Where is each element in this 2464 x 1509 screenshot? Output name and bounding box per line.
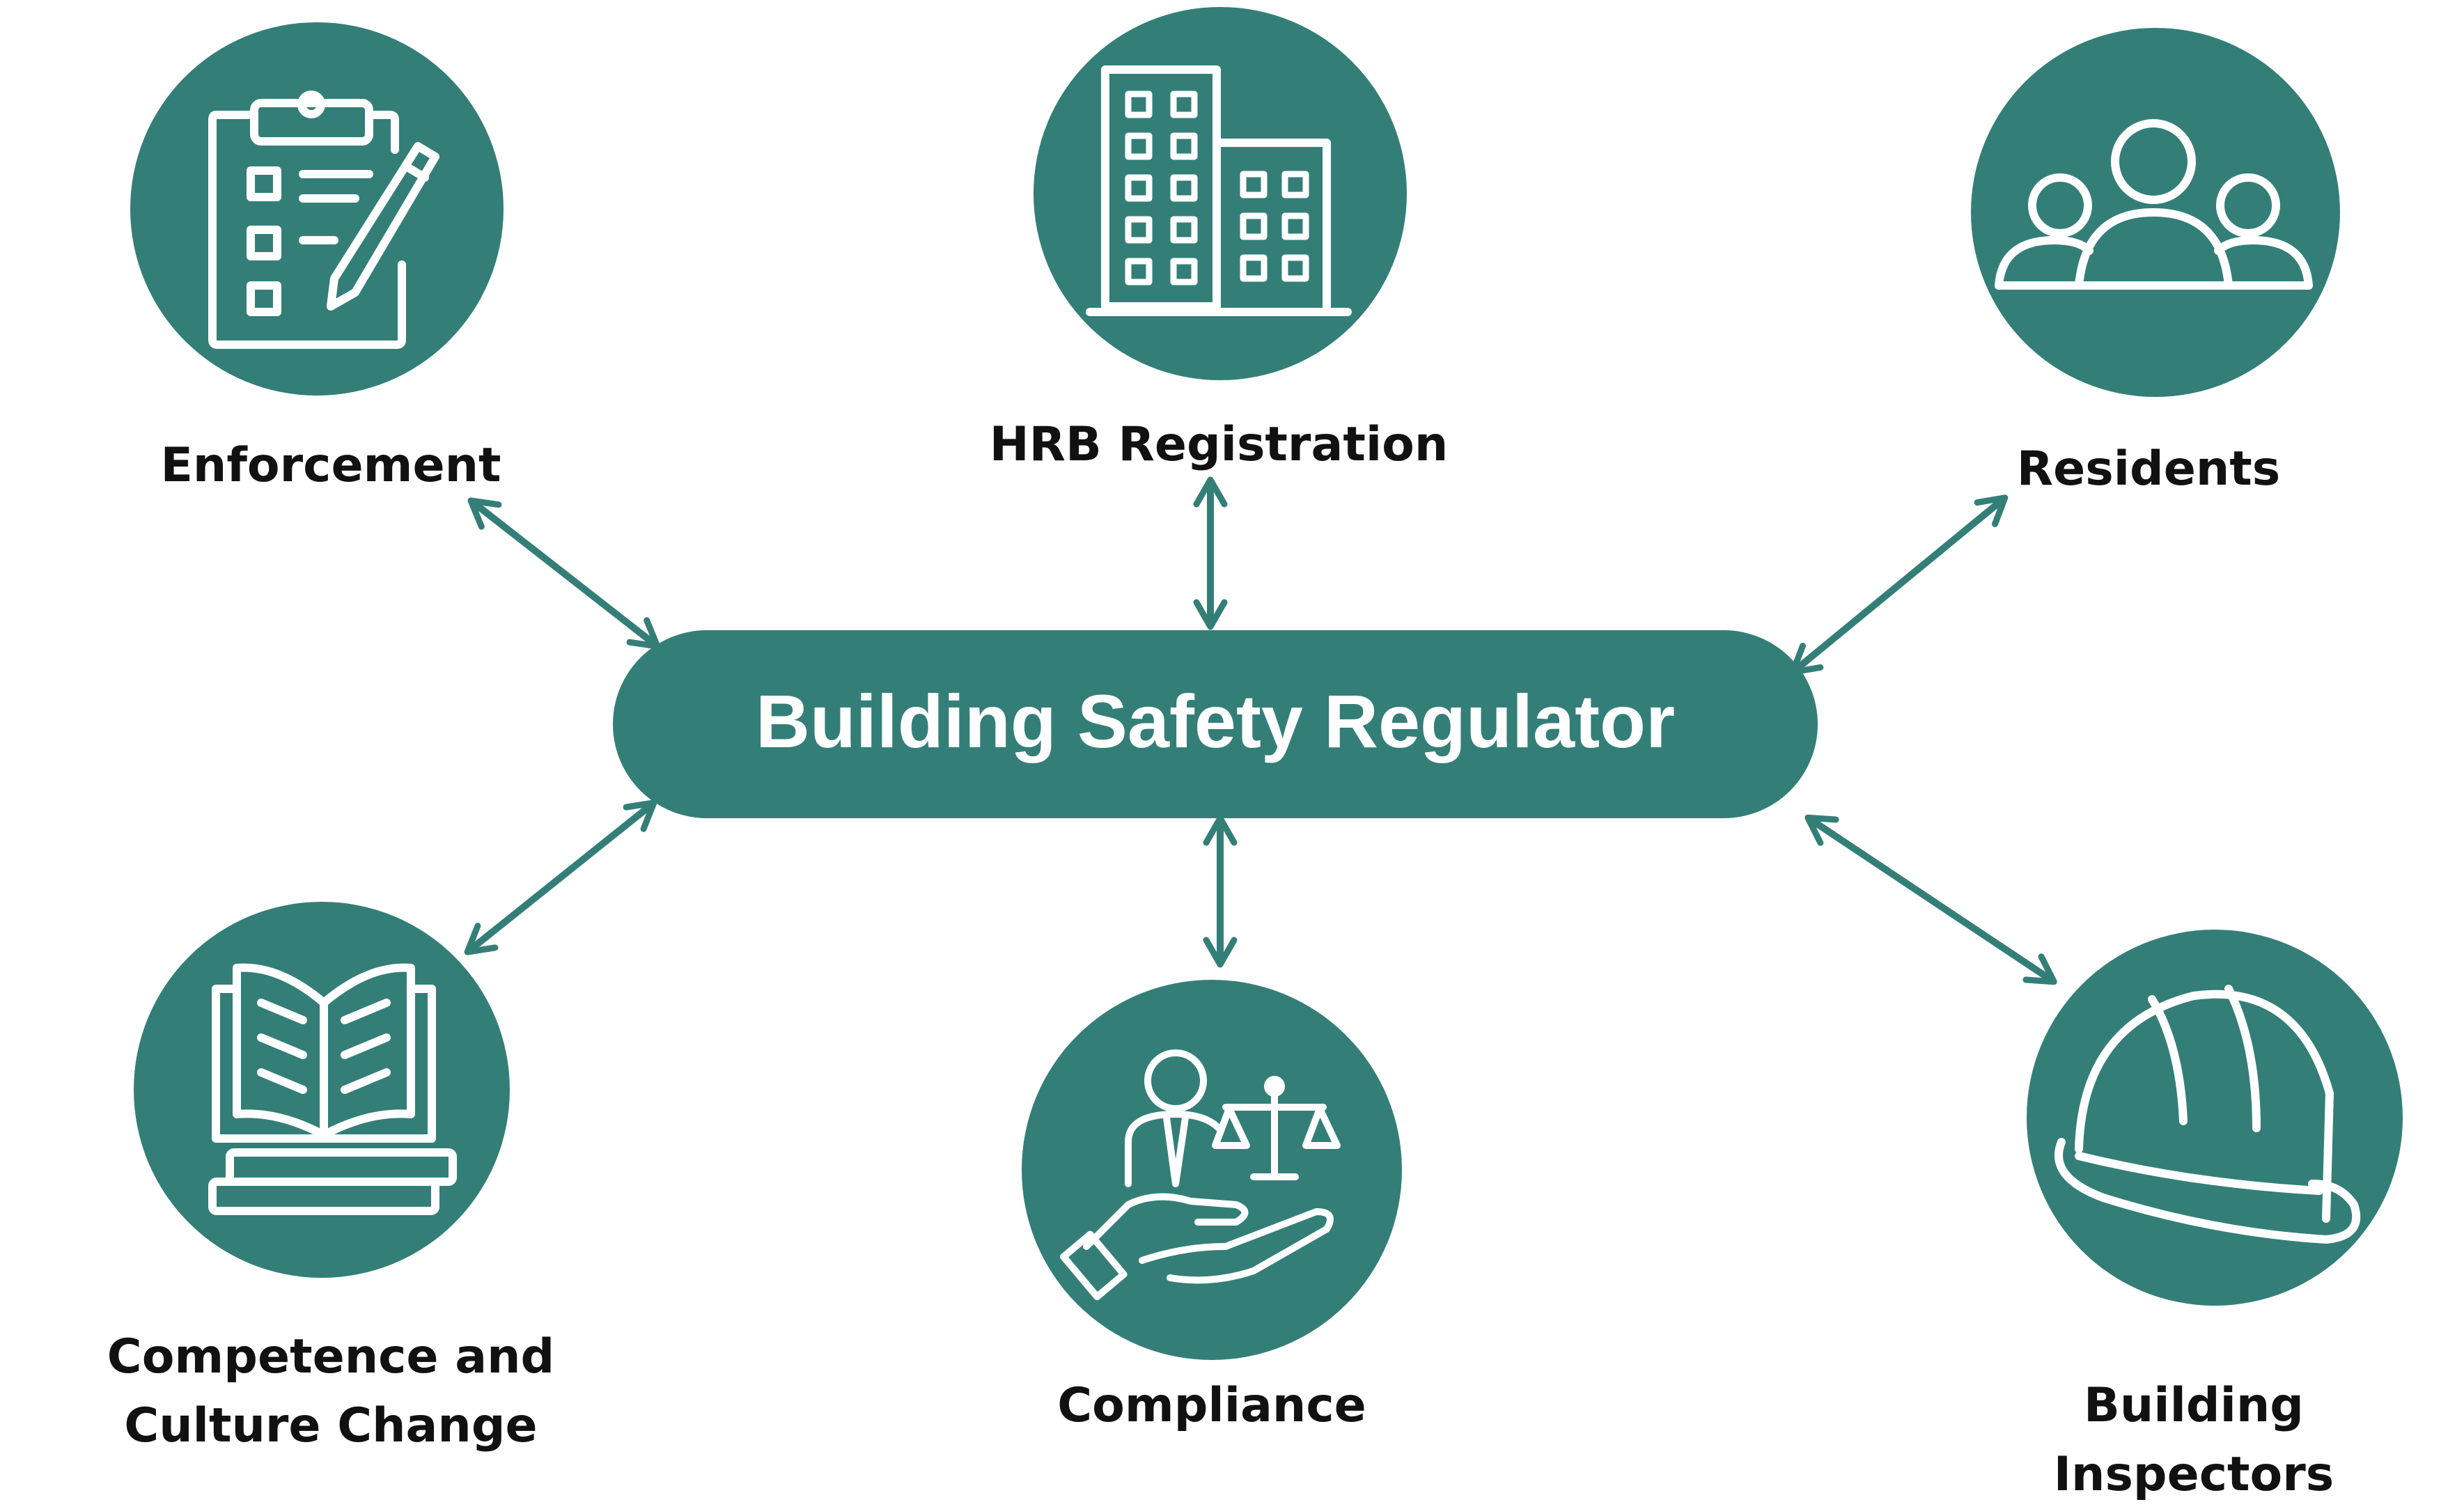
hard-hat-icon [2054,985,2361,1244]
connector-arrows [464,476,2057,985]
arrow-residents [1789,494,2009,675]
node-competence [134,902,510,1278]
node-residents [1971,28,2340,397]
person-scales-hand-icon [1060,1049,1341,1301]
diagram-canvas [130,7,2403,1360]
arrow-enforcement [467,497,661,650]
label-enforcement: Enforcement [160,438,501,493]
node-building-inspectors [2027,930,2403,1306]
node-enforcement [130,22,504,396]
node-hrb-registration [1034,7,1407,380]
label-residents: Residents [2016,441,2281,497]
hub-pill [613,630,1818,818]
arrow-competence [464,799,657,955]
open-book-on-stack-icon [208,963,457,1215]
node-circle [1022,980,1402,1360]
arrow-building-inspectors [1804,814,2057,985]
label-compliance: Compliance [1057,1378,1366,1433]
label-hrb-registration: HRB Registration [989,417,1449,472]
node-compliance [1022,980,1402,1360]
group-of-people-icon [1995,119,2313,290]
clipboard-checklist-pencil-icon [208,91,439,349]
node-circle [2027,930,2403,1306]
label-building-inspectors: Building Inspectors [2053,1378,2334,1502]
hub-title: Building Safety Regulator [755,678,1676,763]
node-circle [130,22,504,396]
office-buildings-icon [1086,65,1352,316]
label-competence: Competence and Culture Change [107,1329,555,1453]
